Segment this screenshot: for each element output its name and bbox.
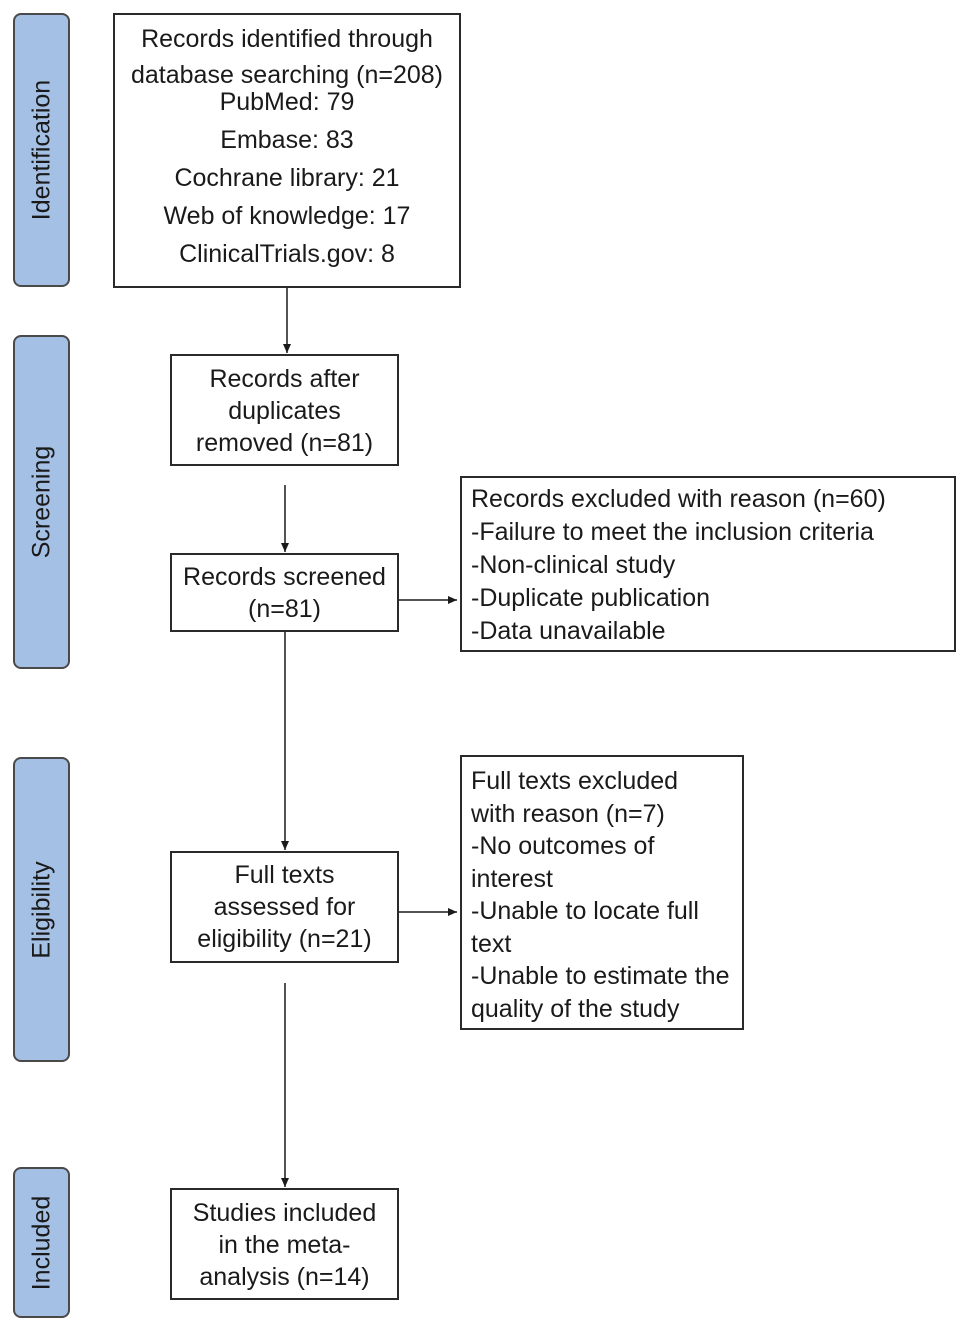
records-identified-line: Embase: 83 — [220, 126, 354, 154]
phase-included: Included — [13, 1167, 70, 1318]
studies-included-box: Studies included in the meta- analysis (… — [170, 1188, 399, 1300]
records-screened-box: Records screened (n=81) — [170, 553, 399, 632]
fulltext-excluded-line: interest — [471, 864, 553, 893]
fulltext-excluded-line: -No outcomes of — [471, 832, 655, 860]
records-identified-line: PubMed: 79 — [219, 88, 355, 116]
records-identified-line: Cochrane library: 21 — [174, 164, 400, 192]
fulltext-assessed-line: Full texts — [234, 861, 335, 889]
fulltext-excluded-line: -Unable to estimate the — [471, 962, 730, 990]
records-excluded-line: -Data unavailable — [471, 617, 666, 645]
duplicates-removed-line: removed (n=81) — [195, 429, 374, 457]
records-excluded-line: -Non-clinical study — [471, 551, 676, 579]
fulltext-excluded-line: with reason (n=7) — [471, 799, 665, 828]
records-identified-box: Records identified through database sear… — [113, 13, 461, 288]
fulltext-excluded-line: text — [471, 929, 512, 958]
records-excluded-line: -Duplicate publication — [471, 584, 711, 612]
studies-included-line: analysis (n=14) — [199, 1263, 370, 1291]
duplicates-removed-box: Records after duplicates removed (n=81) — [170, 354, 399, 466]
phase-identification: Identification — [13, 13, 70, 287]
records-screened-line: (n=81) — [248, 595, 321, 623]
fulltext-assessed-line: eligibility (n=21) — [197, 925, 372, 953]
phase-screening: Screening — [13, 335, 70, 669]
studies-included-line: in the meta- — [218, 1231, 351, 1259]
phase-identification-label: Identification — [27, 79, 55, 221]
records-excluded-line: Records excluded with reason (n=60) — [471, 485, 886, 513]
phase-eligibility: Eligibility — [13, 757, 70, 1062]
fulltext-assessed-line: assessed for — [213, 893, 356, 921]
records-identified-line: database searching (n=208) — [130, 61, 444, 89]
fulltext-excluded-line: Full texts excluded — [471, 767, 679, 795]
duplicates-removed-line: Records after — [209, 365, 360, 393]
studies-included-line: Studies included — [192, 1199, 377, 1227]
records-excluded-line: -Failure to meet the inclusion criteria — [471, 518, 874, 546]
records-identified-line: Records identified through — [141, 25, 433, 53]
fulltext-excluded-line: quality of the study — [471, 994, 680, 1023]
phase-included-label: Included — [27, 1195, 55, 1290]
records-screened-line: Records screened — [183, 563, 386, 591]
records-excluded-box: Records excluded with reason (n=60) -Fai… — [460, 476, 956, 652]
records-identified-line: ClinicalTrials.gov: 8 — [179, 240, 395, 268]
phase-screening-label: Screening — [27, 445, 55, 559]
fulltext-assessed-box: Full texts assessed for eligibility (n=2… — [170, 851, 399, 963]
records-identified-line: Web of knowledge: 17 — [163, 202, 411, 230]
duplicates-removed-line: duplicates — [228, 397, 341, 425]
phase-eligibility-label: Eligibility — [27, 860, 55, 959]
fulltext-excluded-line: -Unable to locate full — [471, 897, 699, 925]
fulltext-excluded-box: Full texts excluded with reason (n=7) -N… — [460, 755, 744, 1030]
